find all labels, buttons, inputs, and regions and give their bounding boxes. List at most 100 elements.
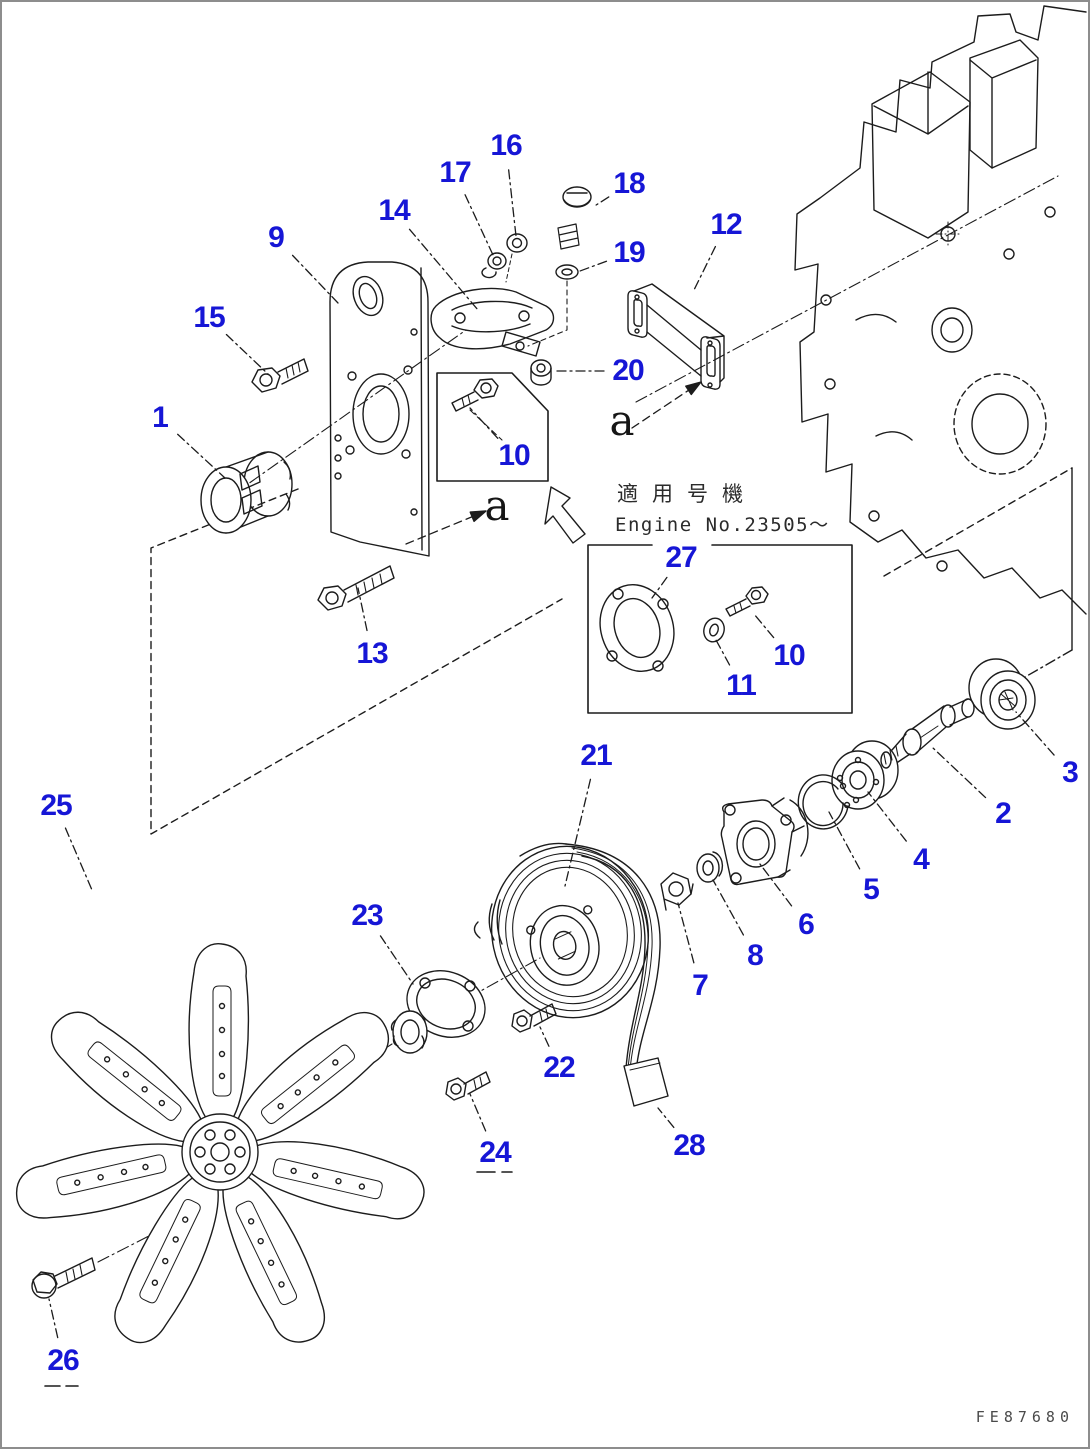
applicability-note-jp: 適用号機 <box>617 482 757 506</box>
shaft-drawing-2 <box>881 699 974 768</box>
callout-14: 14 <box>378 194 410 227</box>
leader-line-21 <box>565 779 590 886</box>
washer-drawing-19 <box>528 265 578 346</box>
leader-line-17 <box>465 195 493 255</box>
leader-line-9 <box>293 255 338 303</box>
callout-27: 27 <box>665 541 697 574</box>
callout-15: 15 <box>193 301 225 334</box>
leader-line-24 <box>470 1094 486 1131</box>
belt-drawing-28 <box>474 844 668 1107</box>
callout-10: 10 <box>773 639 805 672</box>
housing-drawing-6 <box>721 798 808 885</box>
leader-line-23 <box>380 936 413 984</box>
callout-18: 18 <box>613 167 645 200</box>
callout-2: 2 <box>995 797 1012 830</box>
view-arrow-head <box>470 511 486 521</box>
nut-drawing-7 <box>661 873 693 910</box>
detail-box-a <box>437 373 548 481</box>
callout-25: 25 <box>40 789 72 822</box>
callout-16: 16 <box>490 129 522 162</box>
callout-6: 6 <box>798 908 815 941</box>
nut-drawing-20 <box>531 360 551 385</box>
view-marker-a: a <box>609 396 635 445</box>
applicability-note-en: Engine No.23505～ <box>615 514 830 536</box>
callout-20: 20 <box>612 354 644 387</box>
leader-line-12 <box>694 247 715 290</box>
leader-line-19 <box>580 261 606 271</box>
leader-line-13 <box>358 588 367 631</box>
view-arrow-line <box>632 390 689 428</box>
spacer-drawing-23 <box>392 959 496 1053</box>
washer-drawing-11 <box>701 615 727 644</box>
callout-10: 10 <box>498 439 530 472</box>
flange-drawing-27 <box>589 575 685 681</box>
callout-19: 19 <box>613 236 645 269</box>
leader-lines <box>45 170 1054 1386</box>
callout-8: 8 <box>747 939 764 972</box>
leader-line-25 <box>65 828 92 890</box>
bracket-strap-drawing-14 <box>431 288 553 356</box>
leader-line-1 <box>178 434 225 478</box>
callout-28: 28 <box>673 1129 705 1162</box>
callout-4: 4 <box>913 843 930 876</box>
leader-line-2 <box>933 748 986 798</box>
bracket-drawing-12 <box>628 284 724 389</box>
bearing-drawing-3 <box>969 659 1035 729</box>
cap-drawing-18 <box>563 187 591 207</box>
callout-24: 24 <box>479 1136 511 1169</box>
leader-line-14 <box>410 229 478 310</box>
leader-line-10 <box>754 614 774 638</box>
bolt-drawing-15 <box>252 359 308 392</box>
view-arrow-head <box>686 382 701 394</box>
leader-line-16 <box>509 170 516 236</box>
leader-line-6 <box>760 864 792 906</box>
stud-nuts-drawing-16-17 <box>482 234 527 282</box>
leader-line-10 <box>470 408 498 438</box>
leader-line-26 <box>49 1299 58 1338</box>
drawing-code: FE87680 <box>975 1408 1074 1426</box>
leader-line-18 <box>593 197 609 207</box>
detail-reference-arrow <box>545 487 585 543</box>
bolt-drawing-13 <box>318 566 394 610</box>
engine-block-drawing <box>795 6 1086 614</box>
snap-ring-drawing-5 <box>798 775 849 829</box>
callout-13: 13 <box>356 637 388 670</box>
view-arrow-line <box>406 517 472 544</box>
bolt-drawing-10b <box>726 587 768 616</box>
callout-26: 26 <box>47 1344 79 1377</box>
callout-21: 21 <box>580 739 612 772</box>
leader-line-27 <box>652 577 667 598</box>
callout-23: 23 <box>351 899 383 932</box>
section-plane-right <box>884 468 1072 688</box>
view-marker-a: a <box>484 481 510 530</box>
callout-1: 1 <box>152 401 169 434</box>
fan-drawing-25 <box>11 944 430 1353</box>
leader-line-4 <box>868 792 906 841</box>
detail-box-b <box>588 545 852 713</box>
leader-line-15 <box>226 335 268 374</box>
leader-line-8 <box>713 880 743 935</box>
callout-3: 3 <box>1062 756 1079 789</box>
mounting-plate-drawing-9 <box>330 262 429 556</box>
callout-11: 11 <box>726 669 757 702</box>
leader-line-11 <box>716 640 730 665</box>
hub-coupling-drawing-1 <box>201 452 292 533</box>
callout-17: 17 <box>439 156 471 189</box>
bolt-drawing-26 <box>32 1258 95 1298</box>
callout-9: 9 <box>268 221 285 254</box>
fan-hub <box>182 1114 258 1190</box>
callout-22: 22 <box>543 1051 575 1084</box>
callout-7: 7 <box>692 969 709 1002</box>
callout-12: 12 <box>710 208 742 241</box>
callout-5: 5 <box>863 873 880 906</box>
leader-line-28 <box>658 1108 674 1127</box>
pulley-drawing-21 <box>476 832 664 1033</box>
leader-line-7 <box>678 903 694 963</box>
leader-line-22 <box>540 1027 549 1046</box>
bolt-drawing-24 <box>446 1072 490 1100</box>
centerline <box>98 176 1058 1262</box>
leader-line-3 <box>1016 712 1054 755</box>
washer-drawing-8 <box>697 852 722 882</box>
